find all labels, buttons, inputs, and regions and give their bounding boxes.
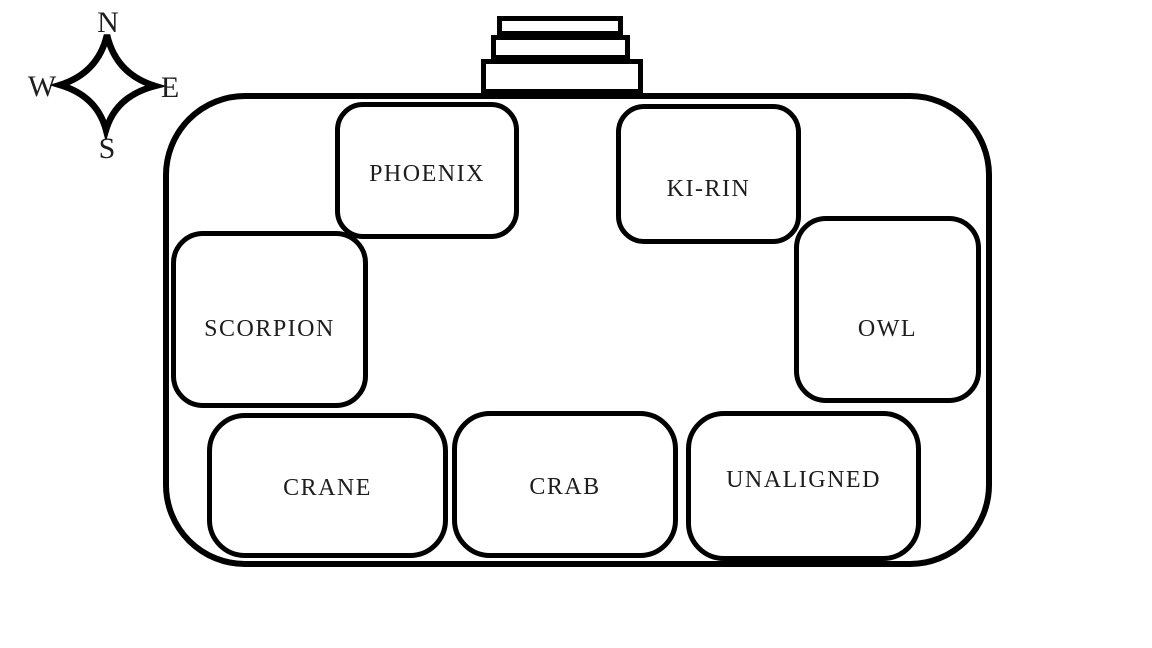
region-scorpion: SCORPION [171, 231, 368, 408]
dais-tier-top [497, 16, 623, 36]
region-owl-label: OWL [857, 316, 918, 342]
compass-south-label: S [98, 132, 116, 165]
dais-tier-bottom [481, 59, 643, 94]
compass-west-label: W [27, 70, 57, 103]
region-owl: OWL [794, 216, 981, 403]
dais-tier-middle [491, 35, 630, 60]
region-ki-rin: KI-RIN [616, 104, 801, 244]
region-crab-label: CRAB [529, 474, 601, 500]
compass-star-icon [50, 34, 165, 140]
region-unaligned-label: UNALIGNED [726, 466, 881, 493]
region-unaligned: UNALIGNED [686, 411, 921, 561]
compass-north-label: N [97, 6, 119, 39]
compass-rose: N W E S [0, 0, 200, 180]
region-crane-label: CRANE [283, 475, 372, 501]
region-crane: CRANE [207, 413, 448, 558]
region-phoenix-label: PHOENIX [369, 161, 485, 187]
region-phoenix: PHOENIX [335, 102, 519, 239]
region-scorpion-label: SCORPION [204, 316, 335, 342]
region-crab: CRAB [452, 411, 678, 558]
region-ki-rin-label: KI-RIN [666, 175, 751, 202]
compass-east-label: E [160, 71, 180, 104]
